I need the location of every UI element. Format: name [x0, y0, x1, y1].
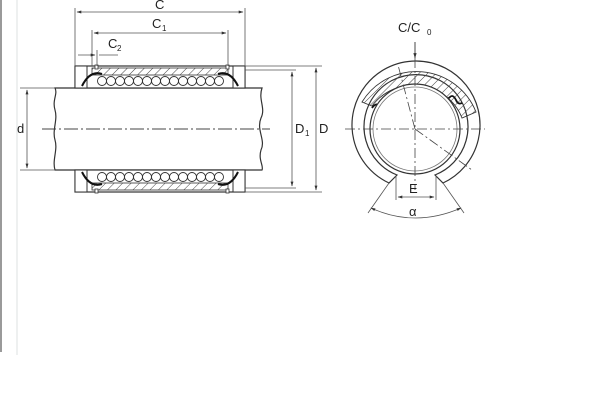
label-D: D	[319, 121, 328, 136]
bearing-upper-section	[74, 64, 246, 89]
label-C: C	[155, 0, 164, 12]
svg-text:2: 2	[117, 44, 122, 53]
label-d: d	[17, 121, 24, 136]
label-alpha: α	[409, 204, 417, 219]
svg-text:C/C: C/C	[398, 20, 420, 35]
panel-divider	[16, 0, 18, 355]
bearing-lower-section	[74, 169, 246, 194]
ball-row-upper	[97, 76, 224, 86]
svg-text:1: 1	[162, 24, 167, 33]
label-C1: C 1	[152, 16, 167, 33]
svg-text:1: 1	[305, 129, 310, 138]
opening-angle-dimension	[367, 182, 465, 219]
svg-text:D: D	[295, 121, 304, 136]
end-view: C/C 0 E α	[345, 20, 485, 219]
side-view: C C 1 C 2 d D 1 D	[17, 0, 328, 194]
side-dimensions	[20, 8, 322, 193]
end-centerlines	[345, 58, 485, 190]
label-C2: C 2	[108, 36, 122, 53]
shaft	[42, 87, 270, 171]
svg-text:C: C	[108, 36, 117, 51]
label-E: E	[409, 181, 418, 196]
slot-dimension	[395, 176, 437, 200]
label-load-rating: C/C 0	[398, 20, 432, 37]
label-D1: D 1	[295, 121, 310, 138]
svg-text:0: 0	[427, 28, 432, 37]
ball-row-lower	[97, 172, 224, 182]
svg-text:C: C	[152, 16, 161, 31]
window-left-border	[0, 0, 2, 352]
